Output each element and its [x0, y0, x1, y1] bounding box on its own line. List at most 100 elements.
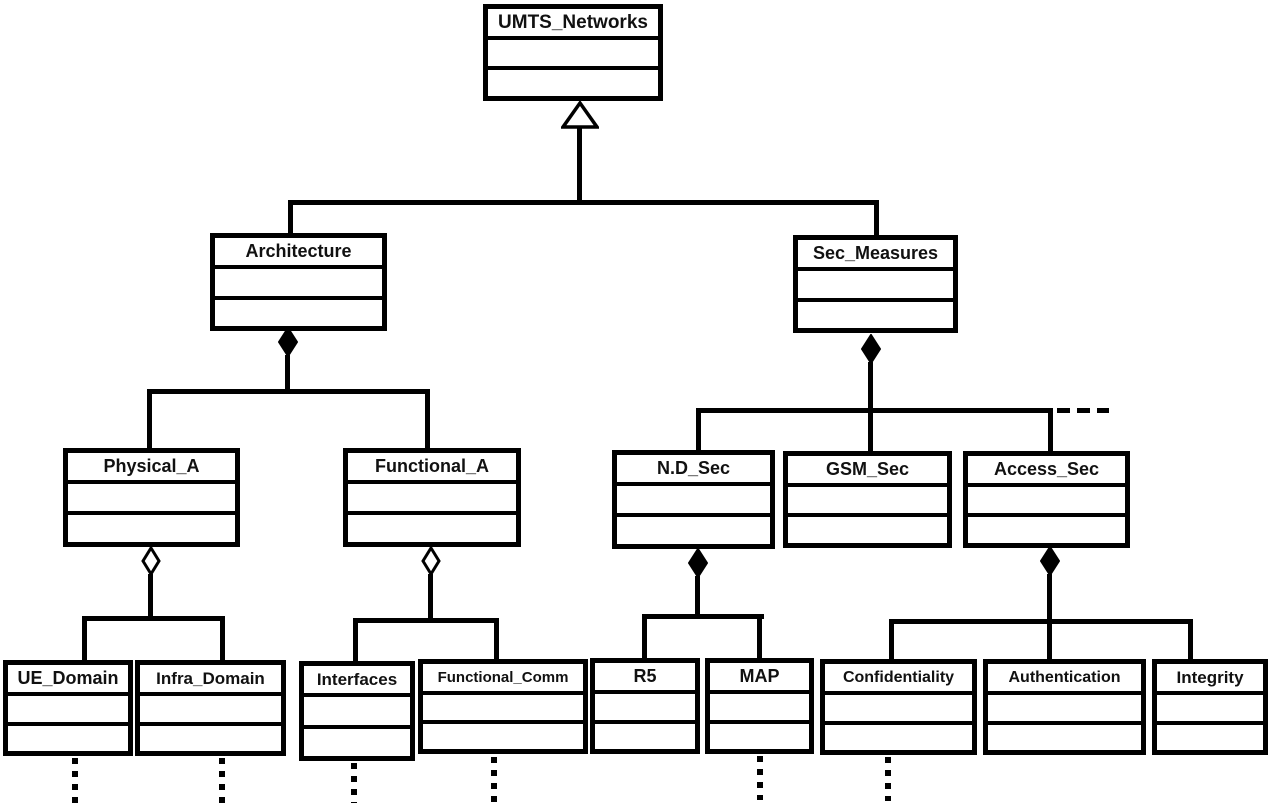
functional-drop-functional-comm-line — [494, 618, 499, 661]
attributes-compartment — [710, 694, 809, 724]
attributes-compartment — [348, 484, 516, 515]
functional-aggregation-stem-line — [428, 574, 433, 620]
sec-measures-drop-access-sec-line — [1048, 408, 1053, 451]
nd-sec-drop-r5-line — [642, 614, 647, 658]
class-box-gsm-sec: GSM_Sec — [783, 451, 952, 548]
class-name: Access_Sec — [968, 456, 1125, 487]
class-name: Architecture — [215, 238, 382, 269]
attributes-compartment — [1157, 695, 1263, 725]
attributes-compartment — [825, 695, 972, 725]
class-name: Integrity — [1157, 664, 1263, 695]
class-box-functional-a: Functional_A — [343, 448, 521, 547]
physical-aggregation-rail-line — [82, 616, 225, 621]
class-name: Functional_A — [348, 453, 516, 484]
attributes-compartment — [968, 487, 1125, 517]
physical-drop-infra-domain-line — [220, 616, 225, 660]
operations-compartment — [788, 517, 947, 543]
access-sec-composition-diamond-icon — [1040, 546, 1060, 576]
class-name: N.D_Sec — [617, 455, 770, 486]
sec-measures-rail-dashed-continuation — [1057, 408, 1109, 413]
architecture-composition-diamond-icon — [278, 327, 298, 357]
sec-measures-stem-line — [868, 362, 873, 451]
generalization-stem-line — [577, 127, 582, 203]
operations-compartment — [825, 725, 972, 751]
attributes-compartment — [617, 486, 770, 517]
continuation-dots-functional-comm — [491, 757, 497, 803]
nd-sec-drop-map-line — [757, 614, 762, 658]
generalization-drop-architecture-line — [288, 200, 293, 235]
continuation-dots-map — [757, 756, 763, 800]
attributes-compartment — [423, 695, 583, 724]
operations-compartment — [968, 517, 1125, 543]
operations-compartment — [215, 300, 382, 327]
access-sec-drop-integrity-line — [1188, 619, 1193, 659]
architecture-drop-functional-line — [425, 389, 430, 448]
class-box-authentication: Authentication — [983, 659, 1146, 755]
functional-drop-interfaces-line — [353, 618, 358, 661]
operations-compartment — [617, 517, 770, 544]
operations-compartment — [1157, 725, 1263, 751]
continuation-dots-ue-domain — [72, 758, 78, 804]
nd-sec-rail-line — [642, 614, 764, 619]
class-box-map: MAP — [705, 658, 814, 754]
continuation-dots-confidentiality — [885, 757, 891, 801]
sec-measures-composition-diamond-icon — [861, 334, 881, 364]
functional-aggregation-diamond-icon — [421, 546, 441, 576]
physical-aggregation-diamond-icon — [141, 546, 161, 576]
operations-compartment — [798, 302, 953, 329]
physical-drop-ue-domain-line — [82, 616, 87, 660]
operations-compartment — [488, 70, 658, 96]
operations-compartment — [710, 724, 809, 750]
class-name: UMTS_Networks — [488, 9, 658, 40]
class-box-ue-domain: UE_Domain — [3, 660, 133, 756]
class-name: Physical_A — [68, 453, 235, 484]
functional-aggregation-rail-line — [353, 618, 499, 623]
class-name: Interfaces — [304, 666, 410, 697]
operations-compartment — [68, 515, 235, 542]
architecture-drop-physical-line — [147, 389, 152, 448]
attributes-compartment — [304, 697, 410, 729]
attributes-compartment — [140, 696, 281, 726]
class-box-interfaces: Interfaces — [299, 661, 415, 761]
class-box-confidentiality: Confidentiality — [820, 659, 977, 755]
nd-sec-stem-line — [695, 576, 700, 617]
class-name: Sec_Measures — [798, 240, 953, 271]
generalization-triangle-icon — [561, 101, 599, 129]
class-box-architecture: Architecture — [210, 233, 387, 331]
class-name: Functional_Comm — [423, 664, 583, 695]
attributes-compartment — [788, 487, 947, 517]
operations-compartment — [423, 724, 583, 749]
access-sec-rail-line — [889, 619, 1193, 624]
sec-measures-drop-nd-sec-line — [696, 408, 701, 450]
attributes-compartment — [215, 269, 382, 300]
class-box-r5: R5 — [590, 658, 700, 754]
attributes-compartment — [988, 695, 1141, 725]
sec-measures-rail-line — [696, 408, 1053, 413]
access-sec-drop-confidentiality-line — [889, 619, 894, 659]
class-box-sec-measures: Sec_Measures — [793, 235, 958, 333]
operations-compartment — [304, 729, 410, 757]
operations-compartment — [8, 726, 128, 752]
operations-compartment — [595, 724, 695, 750]
class-box-integrity: Integrity — [1152, 659, 1268, 755]
architecture-composition-rail-line — [147, 389, 430, 394]
architecture-composition-stem-line — [285, 355, 290, 391]
continuation-dots-interfaces — [351, 763, 357, 803]
class-name: Infra_Domain — [140, 665, 281, 696]
continuation-dots-infra-domain — [219, 758, 225, 804]
class-name: Authentication — [988, 664, 1141, 695]
class-name: R5 — [595, 663, 695, 694]
attributes-compartment — [798, 271, 953, 302]
class-name: Confidentiality — [825, 664, 972, 695]
class-box-nd-sec: N.D_Sec — [612, 450, 775, 549]
class-name: UE_Domain — [8, 665, 128, 696]
operations-compartment — [140, 726, 281, 752]
class-box-infra-domain: Infra_Domain — [135, 660, 286, 756]
attributes-compartment — [8, 696, 128, 726]
class-name: GSM_Sec — [788, 456, 947, 487]
operations-compartment — [348, 515, 516, 542]
class-box-functional-comm: Functional_Comm — [418, 659, 588, 754]
physical-aggregation-stem-line — [148, 574, 153, 618]
class-name: MAP — [710, 663, 809, 694]
